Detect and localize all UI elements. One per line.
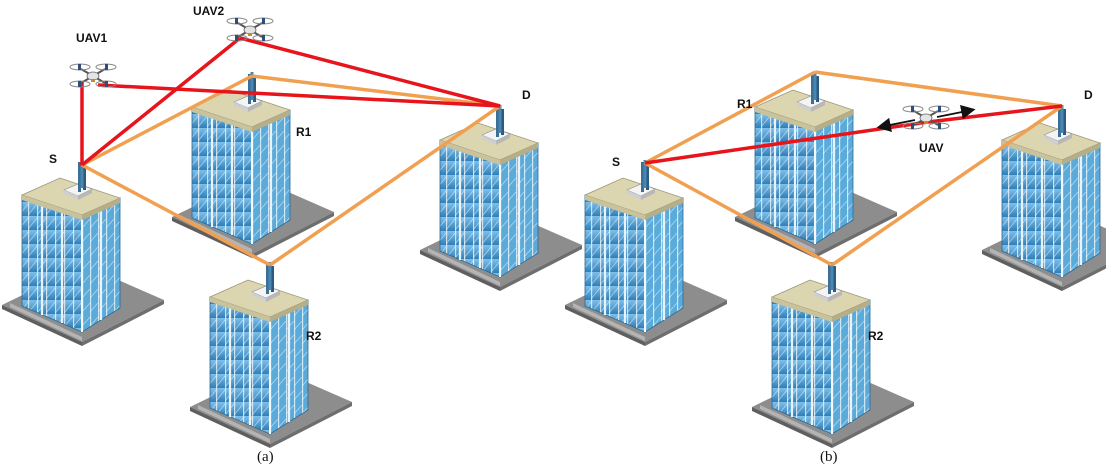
move-arrow-right	[936, 105, 976, 120]
building-r2-b	[750, 260, 916, 450]
label-d-b: D	[1084, 88, 1093, 102]
move-arrow-left	[876, 117, 916, 132]
uav1-drone-icon	[69, 63, 117, 88]
link-s-r1-b	[644, 70, 816, 165]
label-uav2: UAV2	[193, 4, 224, 18]
link-uav1-d	[97, 83, 501, 108]
building-s-a	[0, 158, 166, 348]
building-d-b	[980, 103, 1106, 293]
link-uav-d	[927, 104, 1063, 124]
label-r1-b: R1	[737, 97, 753, 111]
building-r1-a	[170, 70, 336, 260]
label-s-a: S	[49, 152, 57, 166]
building-d-a	[418, 103, 584, 293]
label-r1-a: R1	[296, 125, 312, 139]
uav-links-b	[644, 104, 1063, 165]
uav2-drone-icon	[226, 17, 274, 42]
label-uav1: UAV1	[76, 31, 107, 45]
link-s-uav2	[80, 36, 242, 167]
building-r2-a	[188, 260, 354, 450]
link-r2-d-b	[831, 104, 1063, 267]
caption-b: (b)	[820, 449, 838, 465]
link-r1-d-b	[814, 70, 1063, 108]
label-s-b: S	[612, 155, 620, 169]
link-s-r2-b	[644, 161, 833, 267]
label-r2-b: R2	[868, 329, 884, 343]
relay-links-b	[644, 70, 1063, 267]
label-r2-a: R2	[306, 329, 322, 343]
uav-links-a	[80, 36, 501, 167]
building-s-b	[563, 158, 729, 348]
link-uav2-d	[239, 36, 501, 108]
panel-a: UAV1 UAV2 S D R1 R2 (a)	[0, 4, 584, 465]
link-s-r2	[81, 163, 271, 267]
link-r1-d	[251, 74, 501, 108]
label-d-a: D	[522, 88, 531, 102]
label-uav: UAV	[919, 141, 943, 155]
caption-a: (a)	[257, 449, 274, 465]
link-r2-d	[269, 104, 501, 267]
panel-b: UAV S D R1 R2 (b)	[563, 70, 1106, 465]
